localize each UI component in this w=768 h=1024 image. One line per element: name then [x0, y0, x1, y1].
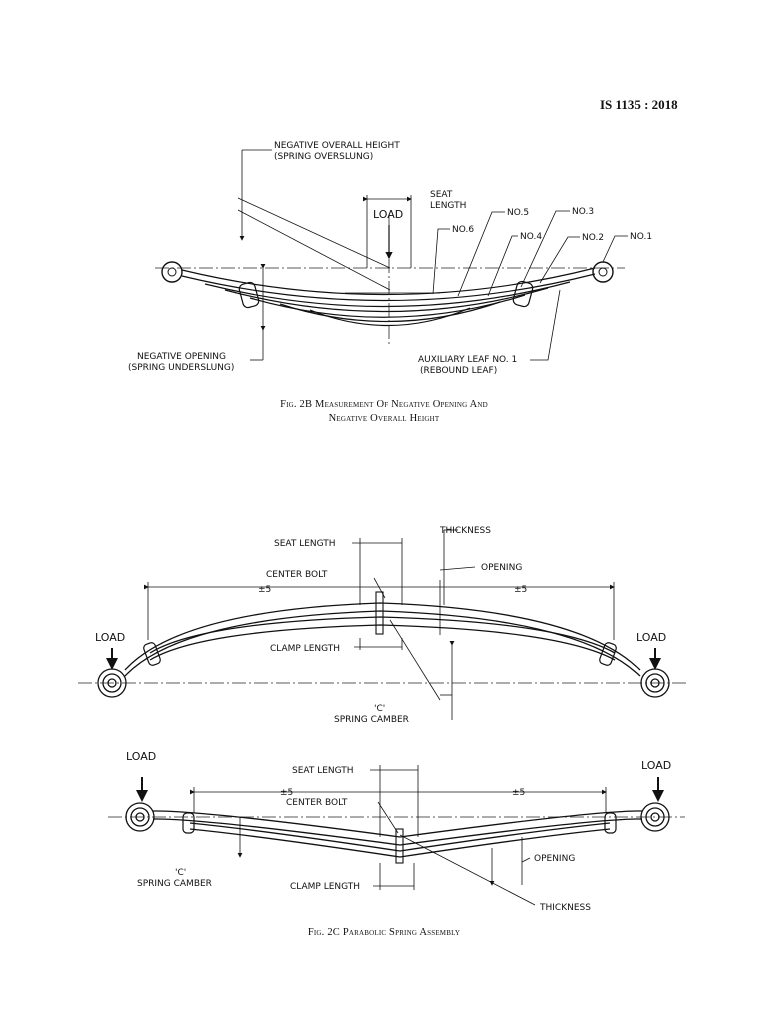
label-seat-length: SEAT LENGTH [292, 766, 354, 776]
rebound-clip-left [238, 281, 260, 309]
leaf-leaders [432, 210, 628, 361]
figure-2c-top-diagram: THICKNESS SEAT LENGTH OPENING CENTER BOL… [78, 526, 688, 725]
label-plus-minus-right: ±5 [512, 788, 525, 798]
center-bolt [375, 591, 384, 635]
label-length: LENGTH [430, 201, 466, 211]
spring-eye-left [161, 261, 183, 283]
label-camber-c: 'C' [374, 704, 385, 714]
label-thickness: THICKNESS [539, 903, 591, 913]
label-no4: NO.4 [520, 232, 542, 242]
label-negative-opening: NEGATIVE OPENING [137, 352, 226, 362]
label-plus-minus-left: ±5 [258, 585, 271, 595]
leaf-stack [181, 267, 596, 327]
label-seat-length: SEAT LENGTH [274, 539, 336, 549]
spring-eye-left [125, 802, 155, 832]
label-clamp-length: CLAMP LENGTH [270, 644, 340, 654]
label-plus-minus-right: ±5 [514, 585, 527, 595]
label-opening: OPENING [534, 854, 575, 864]
clip-left [182, 812, 195, 834]
label-spring-underslung: (SPRING UNDERSLUNG) [128, 363, 234, 373]
label-spring-overslung: (SPRING OVERSLUNG) [274, 152, 373, 162]
label-load-right: LOAD [636, 631, 666, 644]
spring-eye-right [640, 802, 670, 832]
center-bolt [395, 828, 404, 864]
parabolic-leaves [152, 810, 643, 858]
standard-number: IS 1135 : 2018 [600, 97, 678, 112]
label-auxiliary-leaf: AUXILIARY LEAF NO. 1 [418, 355, 517, 365]
clip-left [143, 642, 161, 666]
rebound-clip-right [512, 280, 534, 308]
label-center-bolt: CENTER BOLT [286, 798, 348, 808]
label-no5: NO.5 [507, 208, 529, 218]
fig2c-caption: Fig. 2C Parabolic Spring Assembly [307, 927, 461, 938]
figure-2c-bottom-diagram: LOAD LOAD SEAT LENGTH ±5 ±5 CENTER BOLT … [108, 750, 685, 913]
label-load-left: LOAD [95, 631, 125, 644]
clip-right [604, 812, 617, 834]
label-no2: NO.2 [582, 233, 604, 243]
label-load: LOAD [373, 208, 403, 221]
label-no6: NO.6 [452, 225, 474, 235]
label-center-bolt: CENTER BOLT [266, 570, 328, 580]
fig2b-caption-line1: Fig. 2B Measurement Of Negative Opening … [280, 399, 488, 410]
fig2b-caption-line2: Negative Overall Height [328, 413, 440, 424]
clip-right [599, 642, 617, 666]
label-negative-overall-height: NEGATIVE OVERALL HEIGHT [274, 141, 400, 151]
label-rebound-leaf: (REBOUND LEAF) [420, 366, 497, 376]
label-load-right: LOAD [641, 759, 671, 772]
label-seat: SEAT [430, 190, 453, 200]
label-plus-minus-left: ±5 [280, 788, 293, 798]
spring-eye-right [592, 261, 614, 283]
parabolic-leaves [124, 602, 641, 677]
label-load-left: LOAD [126, 750, 156, 763]
label-clamp-length: CLAMP LENGTH [290, 882, 360, 892]
label-camber-c: 'C' [175, 868, 186, 878]
label-spring-camber: SPRING CAMBER [137, 879, 212, 889]
label-opening: OPENING [481, 563, 522, 573]
figure-2b-diagram: NEGATIVE OVERALL HEIGHT (SPRING OVERSLUN… [128, 141, 652, 376]
label-no1: NO.1 [630, 232, 652, 242]
label-spring-camber: SPRING CAMBER [334, 715, 409, 725]
label-no3: NO.3 [572, 207, 594, 217]
label-thickness: THICKNESS [439, 526, 491, 536]
